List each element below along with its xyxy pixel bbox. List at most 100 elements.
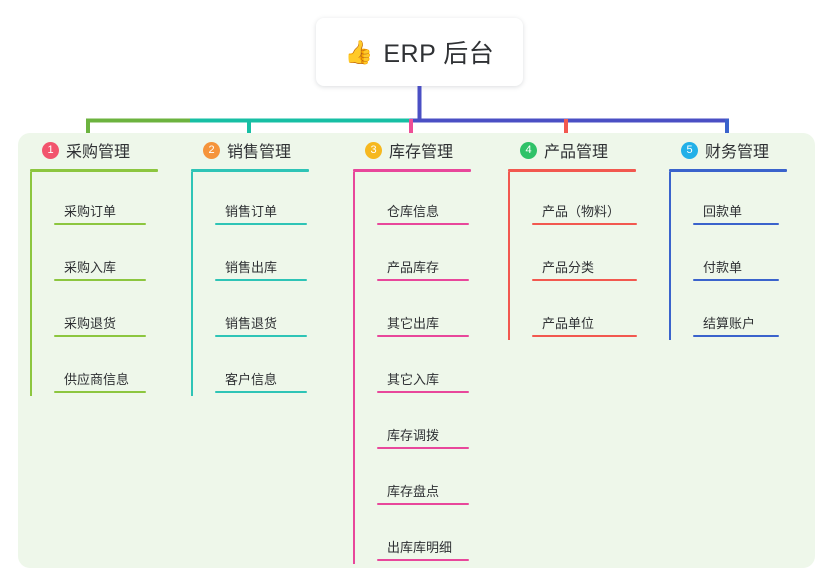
- branch-item-underline: [377, 223, 469, 225]
- branch-title: 财务管理: [705, 144, 770, 161]
- branch-underline: [30, 169, 158, 172]
- branch-item-underline: [377, 447, 469, 449]
- branch-items: 销售订单销售出库销售退货客户信息: [191, 172, 309, 396]
- branch-item-label: 销售订单: [225, 204, 278, 219]
- branch-column-3: 3 库存管理仓库信息产品库存其它出库其它入库库存调拨库存盘点出库库明细: [353, 133, 471, 564]
- branch-item-underline: [215, 279, 307, 281]
- branch-item-label: 客户信息: [225, 372, 278, 387]
- branch-item[interactable]: 库存盘点: [377, 452, 471, 508]
- branch-item-label: 仓库信息: [387, 204, 440, 219]
- branch-column-1: 1 采购管理采购订单采购入库采购退货供应商信息: [30, 133, 158, 396]
- branch-item[interactable]: 其它入库: [377, 340, 471, 396]
- branch-item[interactable]: 产品单位: [532, 284, 637, 340]
- branch-item-label: 销售出库: [225, 260, 278, 275]
- branch-item[interactable]: 产品库存: [377, 228, 471, 284]
- branch-item-underline: [693, 223, 779, 225]
- branch-underline: [669, 169, 787, 172]
- branch-item-underline: [532, 335, 637, 337]
- branch-item-label: 供应商信息: [64, 372, 130, 387]
- branch-item-label: 出库库明细: [387, 540, 453, 555]
- branch-item-label: 其它入库: [387, 372, 440, 387]
- branch-item-label: 其它出库: [387, 316, 440, 331]
- branch-item-underline: [54, 335, 146, 337]
- branch-number-badge: 2: [203, 141, 220, 159]
- thumbs-up-icon: 👍: [344, 38, 374, 65]
- branch-item-underline: [693, 279, 779, 281]
- branch-item[interactable]: 回款单: [693, 172, 787, 228]
- branch-header-4[interactable]: 4 产品管理: [508, 133, 636, 167]
- branch-number-badge: 3: [365, 141, 382, 159]
- branch-item-underline: [377, 503, 469, 505]
- branch-item-underline: [54, 223, 146, 225]
- branch-item-label: 产品单位: [542, 316, 595, 331]
- branch-item-label: 回款单: [703, 204, 743, 219]
- branch-item-underline: [532, 279, 637, 281]
- branch-item-label: 库存盘点: [387, 484, 440, 499]
- branch-items: 回款单付款单结算账户: [669, 172, 787, 340]
- branch-item[interactable]: 采购退货: [54, 284, 158, 340]
- root-node[interactable]: 👍 ERP 后台: [316, 18, 523, 86]
- branch-spine: [30, 172, 32, 396]
- branch-item-label: 付款单: [703, 260, 743, 275]
- branch-column-2: 2 销售管理销售订单销售出库销售退货客户信息: [191, 133, 309, 396]
- branch-underline: [353, 169, 471, 172]
- branch-spine: [191, 172, 193, 396]
- branch-item[interactable]: 采购入库: [54, 228, 158, 284]
- branch-title: 销售管理: [227, 144, 292, 161]
- branch-item-underline: [215, 223, 307, 225]
- branch-item[interactable]: 库存调拨: [377, 396, 471, 452]
- branch-item-label: 库存调拨: [387, 428, 440, 443]
- branch-item[interactable]: 仓库信息: [377, 172, 471, 228]
- branches-panel: [18, 133, 815, 568]
- branch-item[interactable]: 其它出库: [377, 284, 471, 340]
- branch-item[interactable]: 产品分类: [532, 228, 637, 284]
- branch-item-underline: [377, 335, 469, 337]
- branch-item[interactable]: 采购订单: [54, 172, 158, 228]
- branch-item[interactable]: 出库库明细: [377, 508, 471, 564]
- branch-item-underline: [377, 559, 469, 561]
- branch-item-underline: [377, 391, 469, 393]
- branch-title: 采购管理: [66, 144, 131, 161]
- branch-item[interactable]: 产品（物料）: [532, 172, 637, 228]
- branch-item-label: 采购退货: [64, 316, 117, 331]
- branch-item[interactable]: 销售订单: [215, 172, 309, 228]
- branch-item-underline: [377, 279, 469, 281]
- branch-item-label: 采购入库: [64, 260, 117, 275]
- branch-underline: [191, 169, 309, 172]
- branch-item-underline: [215, 335, 307, 337]
- branch-number-badge: 5: [681, 141, 698, 159]
- branch-title: 产品管理: [544, 144, 609, 161]
- branch-item-label: 产品（物料）: [542, 204, 621, 219]
- branch-item-label: 采购订单: [64, 204, 117, 219]
- branch-title: 库存管理: [389, 144, 454, 161]
- branch-items: 采购订单采购入库采购退货供应商信息: [30, 172, 158, 396]
- branch-spine: [669, 172, 671, 340]
- branch-spine: [353, 172, 355, 564]
- branch-number-badge: 4: [520, 141, 537, 159]
- branch-number-badge: 1: [42, 141, 59, 159]
- branch-item[interactable]: 销售出库: [215, 228, 309, 284]
- branch-column-4: 4 产品管理产品（物料） 产品分类产品单位: [508, 133, 637, 340]
- branch-item[interactable]: 销售退货: [215, 284, 309, 340]
- branch-header-2[interactable]: 2 销售管理: [191, 133, 309, 167]
- branch-items: 仓库信息产品库存其它出库其它入库库存调拨库存盘点出库库明细: [353, 172, 471, 564]
- branch-item[interactable]: 客户信息: [215, 340, 309, 396]
- branch-header-5[interactable]: 5 财务管理: [669, 133, 787, 167]
- branch-column-5: 5 财务管理回款单付款单结算账户: [669, 133, 787, 340]
- branch-columns: 1 采购管理采购订单采购入库采购退货供应商信息 2 销售管理销售订单销售出库销售退货客…: [18, 133, 815, 568]
- branch-item-underline: [532, 223, 637, 225]
- branch-items: 产品（物料） 产品分类产品单位: [508, 172, 637, 340]
- branch-item-label: 产品库存: [387, 260, 440, 275]
- branch-spine: [508, 172, 510, 340]
- branch-header-1[interactable]: 1 采购管理: [30, 133, 158, 167]
- branch-item-label: 结算账户: [703, 316, 756, 331]
- branch-item-label: 产品分类: [542, 260, 595, 275]
- branch-item[interactable]: 付款单: [693, 228, 787, 284]
- branch-item-underline: [54, 279, 146, 281]
- branch-header-3[interactable]: 3 库存管理: [353, 133, 471, 167]
- branch-item-underline: [215, 391, 307, 393]
- branch-item[interactable]: 供应商信息: [54, 340, 158, 396]
- branch-item[interactable]: 结算账户: [693, 284, 787, 340]
- branch-item-label: 销售退货: [225, 316, 278, 331]
